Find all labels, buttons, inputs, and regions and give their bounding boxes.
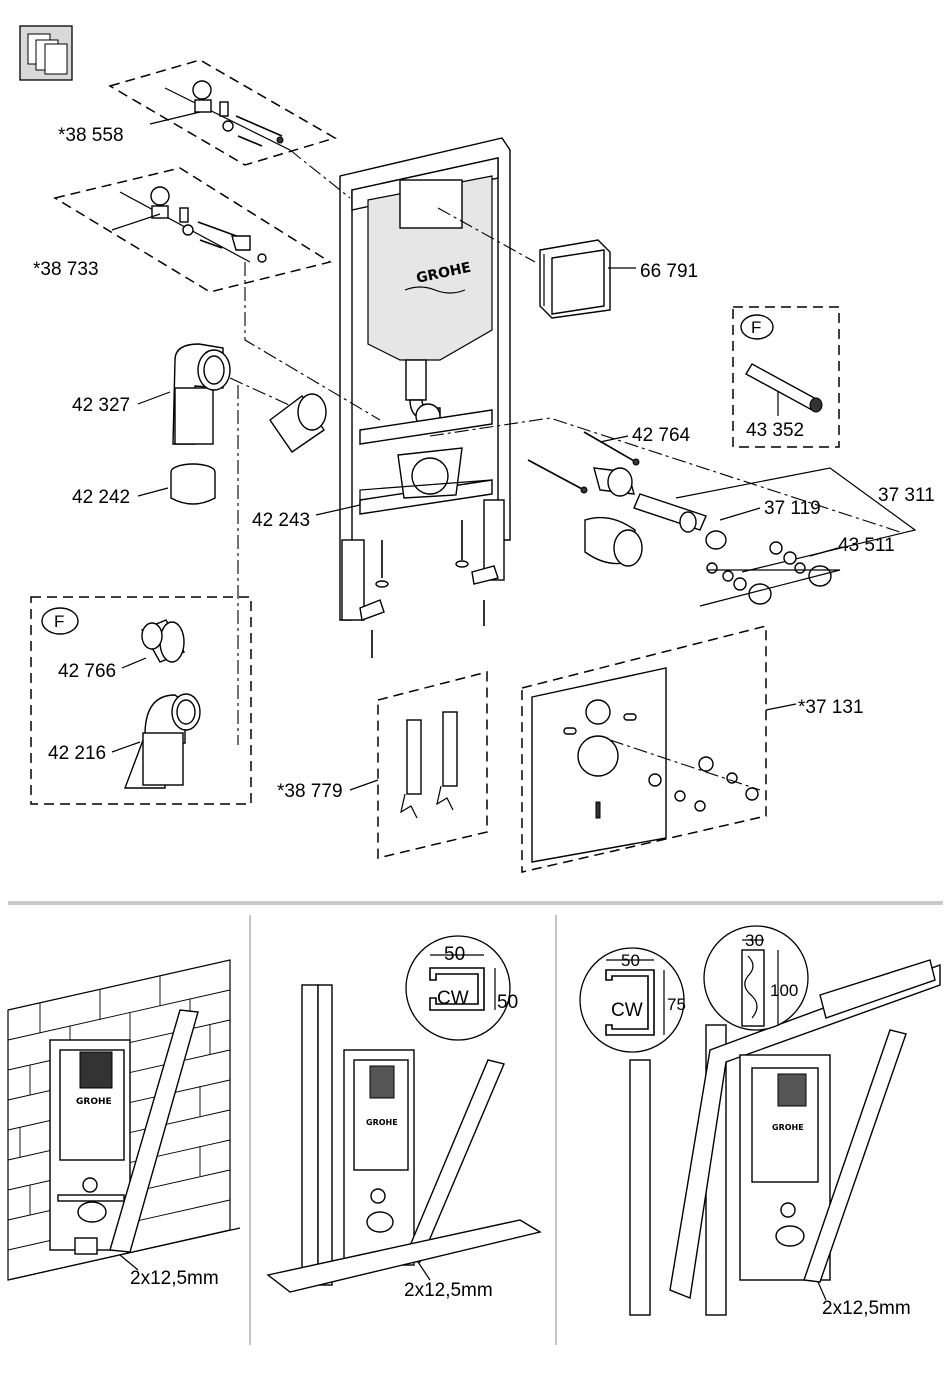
panel2-profile-width: 50 (444, 944, 465, 965)
panel2-profile-name: CW (437, 988, 469, 1009)
label-42327: 42 327 (72, 395, 130, 416)
part-38779 (350, 672, 487, 858)
section-divider (8, 901, 943, 905)
panel1-grohe-logo: GROHE (76, 1097, 112, 1107)
wall-plates-icon (20, 26, 72, 80)
label-43352: 43 352 (746, 420, 804, 441)
panel3-profile-depth: 75 (667, 995, 686, 1014)
option-f-box-left: F (31, 597, 251, 804)
label-38733: *38 733 (33, 259, 99, 280)
part-43511-fittings (700, 542, 840, 606)
panel3-board-label: 2x12,5mm (822, 1298, 911, 1319)
label-42764: 42 764 (632, 425, 691, 446)
part-66791 (540, 240, 636, 318)
label-38558: *38 558 (58, 125, 124, 146)
label-37119: 37 119 (764, 498, 821, 519)
label-38779: *38 779 (277, 781, 343, 802)
label-42243: 42 243 (252, 510, 310, 531)
panel2-grohe-logo: GROHE (366, 1118, 398, 1127)
label-66791: 66 791 (640, 261, 698, 282)
installation-frame: GROHE (340, 138, 510, 658)
label-43511: 43 511 (838, 535, 895, 556)
part-37311-pipes (585, 468, 915, 572)
panel1-brick-wall: GROHE (8, 960, 240, 1280)
kit-38558-box (110, 60, 335, 165)
panel2-stud-wall: GROHE (268, 936, 540, 1292)
label-42216: 42 216 (48, 743, 106, 764)
panel3-board-width: 30 (745, 931, 764, 950)
label-42242: 42 242 (72, 487, 130, 508)
option-marker-left: F (54, 612, 64, 631)
label-37131: *37 131 (798, 697, 864, 718)
panel3-profile-width: 50 (621, 951, 640, 970)
part-42242 (138, 464, 215, 504)
part-42327 (138, 344, 230, 444)
panel3-board-height: 100 (770, 981, 798, 1000)
panel2-profile-depth: 50 (497, 992, 518, 1013)
label-37311: 37 311 (878, 485, 935, 506)
part-37131 (522, 626, 796, 872)
label-42766: 42 766 (58, 661, 116, 682)
panel1-board-label: 2x12,5mm (130, 1268, 219, 1289)
option-marker-top: F (751, 318, 761, 337)
panel3-grohe-logo: GROHE (772, 1123, 804, 1132)
panel3-profile-name: CW (611, 1000, 643, 1021)
panel2-board-label: 2x12,5mm (404, 1280, 493, 1301)
panel3-stud-wall: GROHE (580, 926, 940, 1315)
